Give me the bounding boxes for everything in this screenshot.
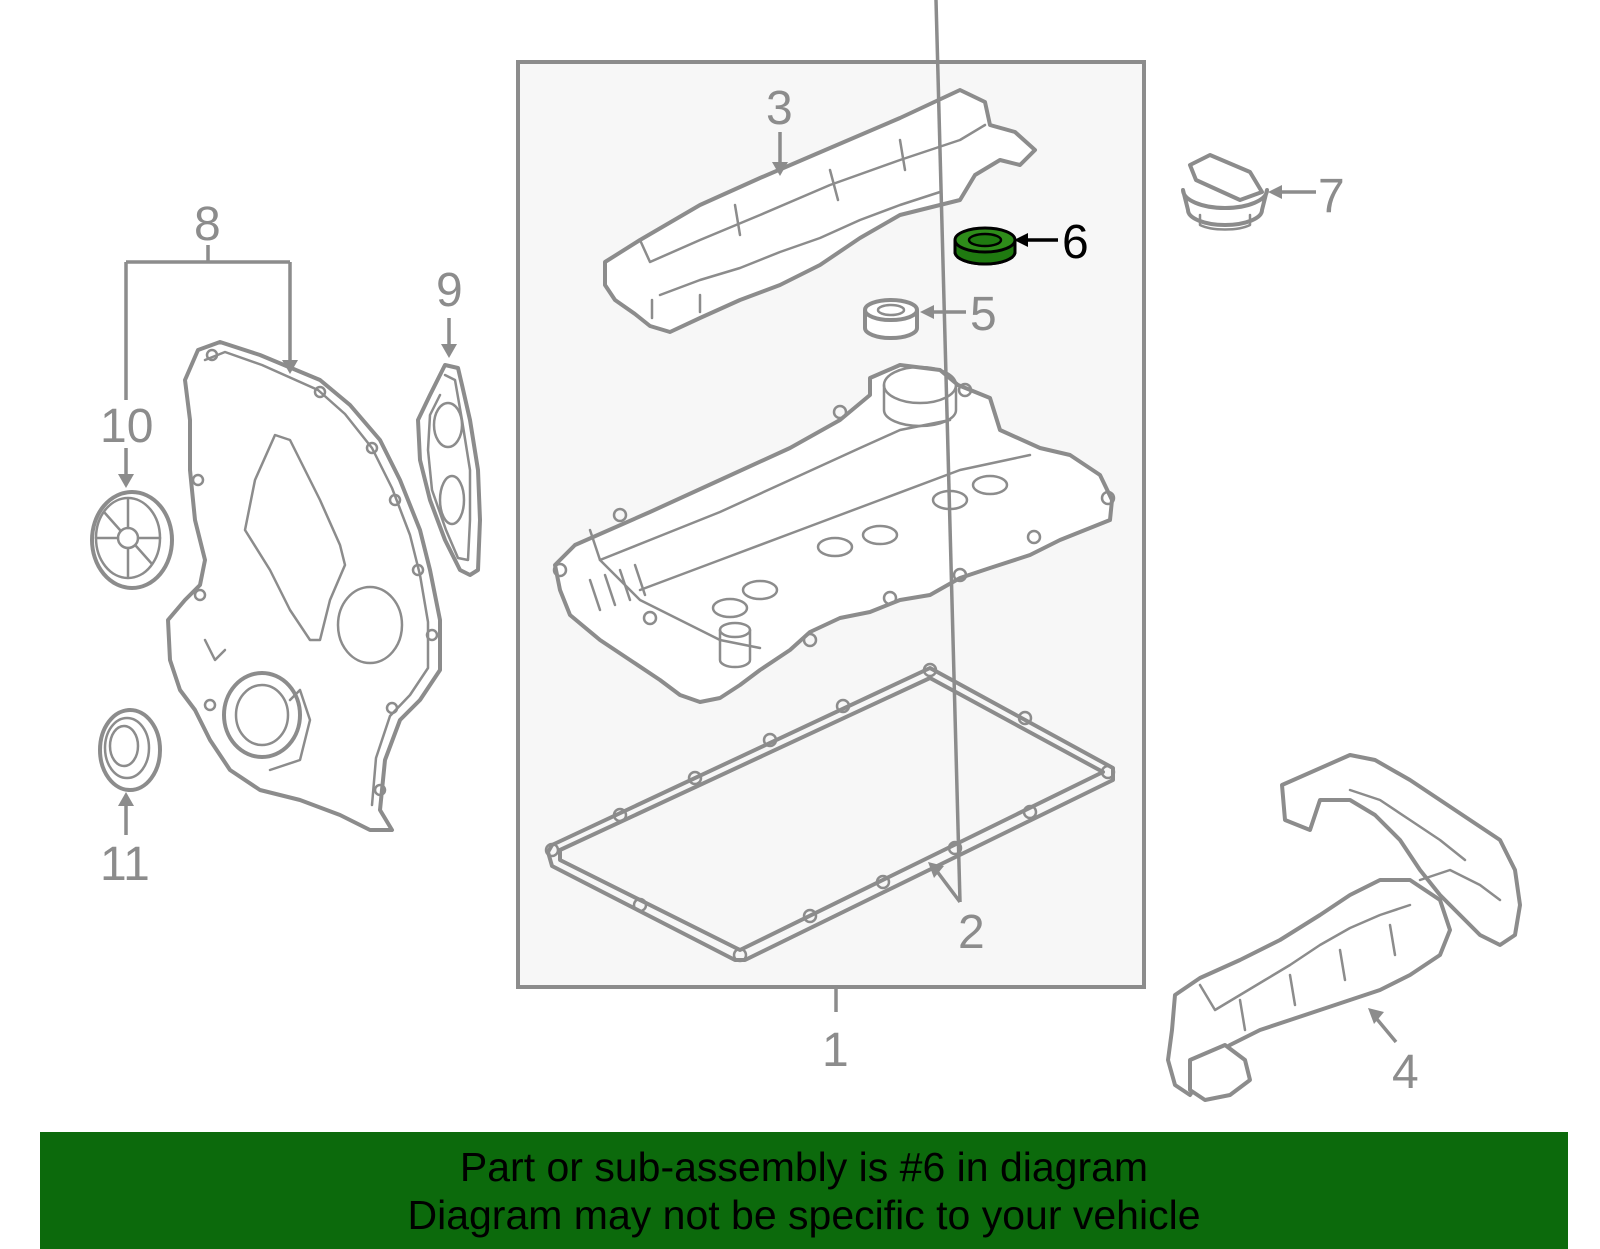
info-banner: Part or sub-assembly is #6 in diagram Di… xyxy=(40,1132,1568,1249)
callout-3[interactable]: 3 xyxy=(766,82,793,135)
callout-10[interactable]: 10 xyxy=(100,400,153,453)
callout-11[interactable]: 11 xyxy=(100,838,150,891)
callout-9[interactable]: 9 xyxy=(436,264,463,317)
part-5-grommet[interactable] xyxy=(863,298,919,340)
banner-line-1: Part or sub-assembly is #6 in diagram xyxy=(459,1143,1149,1190)
part-4-shroud[interactable] xyxy=(1166,753,1522,1102)
part-2-gasket[interactable] xyxy=(544,662,1116,963)
part-8-timing-cover[interactable] xyxy=(166,340,442,832)
callout-5[interactable]: 5 xyxy=(970,288,997,341)
part-9-gasket[interactable] xyxy=(416,363,482,577)
callout-7[interactable]: 7 xyxy=(1318,170,1345,223)
part-11-seal[interactable] xyxy=(98,708,162,792)
callout-4[interactable]: 4 xyxy=(1392,1046,1419,1099)
part-10-seal[interactable] xyxy=(90,490,174,590)
callout-1[interactable]: 1 xyxy=(822,1024,849,1077)
part-3-upper-cover[interactable] xyxy=(603,88,1037,334)
callout-8[interactable]: 8 xyxy=(194,198,221,251)
callout-6[interactable]: 6 xyxy=(1062,216,1089,269)
banner-line-2: Diagram may not be specific to your vehi… xyxy=(407,1191,1201,1238)
valve-cover[interactable] xyxy=(552,363,1116,704)
part-6-seal[interactable] xyxy=(953,226,1017,266)
part-7-oil-cap[interactable] xyxy=(1181,153,1269,231)
callout-2[interactable]: 2 xyxy=(958,906,985,959)
